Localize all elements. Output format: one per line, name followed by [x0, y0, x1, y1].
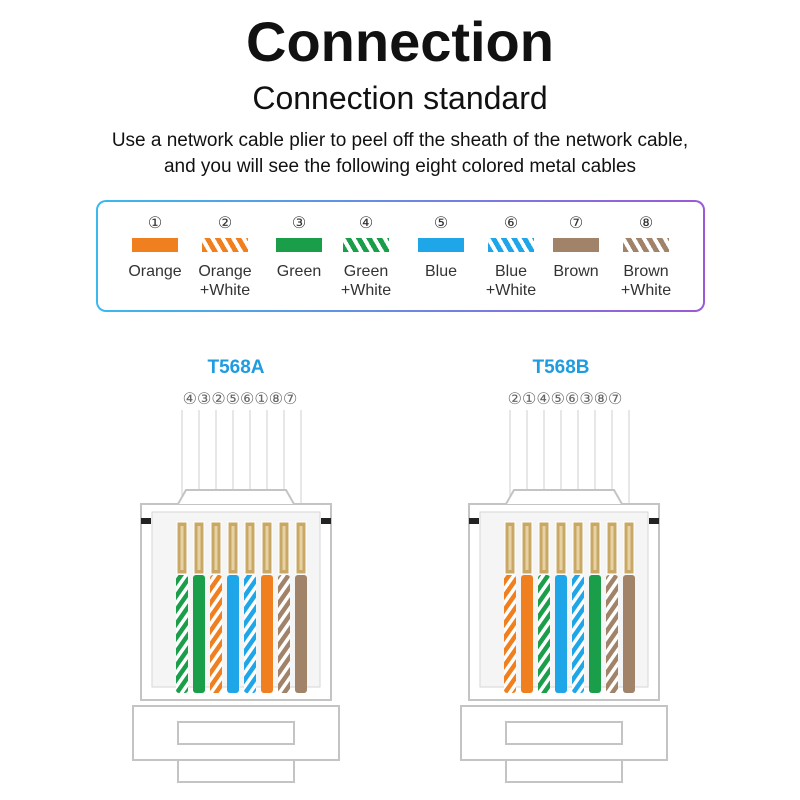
cable-tail [177, 759, 295, 783]
gold-contact-highlight [197, 526, 201, 570]
legend-number: ⑤ [433, 215, 449, 232]
legend-label: Brown +White [620, 263, 672, 299]
legend-number: ② [217, 215, 233, 232]
legend-swatch [418, 238, 464, 252]
legend-swatch [343, 238, 389, 252]
gold-contact-highlight [559, 526, 563, 570]
t568b-pin-order: ②①④⑤⑥③⑧⑦ [507, 391, 623, 408]
legend-swatch [488, 238, 534, 252]
description-line-2: and you will see the following eight col… [163, 156, 637, 177]
legend-item: ⑦ Brown [536, 214, 616, 281]
wire-orange-white [504, 575, 516, 693]
legend-item: ⑥ Blue +White [471, 214, 551, 300]
gold-contact-highlight [282, 526, 286, 570]
wire-blue-white [572, 575, 584, 693]
gold-contact-highlight [508, 526, 512, 570]
gold-contact-highlight [610, 526, 614, 570]
legend-label: Orange [128, 263, 182, 280]
page-title: Connection [246, 10, 554, 73]
latch-mark-left [141, 518, 151, 524]
legend-label: Blue [424, 263, 458, 280]
legend-number: ① [147, 215, 163, 232]
connector-top-notch [177, 489, 295, 505]
t568b-title: T568B [532, 357, 590, 378]
wire-brown-white [606, 575, 618, 693]
wire-orange [521, 575, 533, 693]
cable-tail [505, 759, 623, 783]
t568a-title: T568A [207, 357, 265, 378]
color-legend: ① Orange ② Orange +White ③ Green ④ Green +White… [96, 200, 705, 312]
boot-inner-rect [505, 721, 623, 745]
wire-brown-white [278, 575, 290, 693]
legend-number: ④ [358, 215, 374, 232]
wire-green-white [538, 575, 550, 693]
gold-contact-highlight [214, 526, 218, 570]
legend-item: ② Orange +White [185, 214, 265, 300]
legend-item: ③ Green [259, 214, 339, 281]
wire-green [193, 575, 205, 693]
wire-green-white [176, 575, 188, 693]
legend-label: Green [276, 263, 322, 280]
connector-top-notch [505, 489, 623, 505]
legend-item: ④ Green +White [326, 214, 406, 300]
gold-contact-highlight [248, 526, 252, 570]
legend-item: ⑧ Brown +White [606, 214, 686, 300]
legend-number: ⑦ [568, 215, 584, 232]
legend-label: Orange +White [198, 263, 252, 299]
wire-blue-white [244, 575, 256, 693]
wire-orange [261, 575, 273, 693]
wire-orange-white [210, 575, 222, 693]
latch-mark-right [649, 518, 659, 524]
legend-number: ⑥ [503, 215, 519, 232]
gold-contact-highlight [180, 526, 184, 570]
latch-mark-right [321, 518, 331, 524]
gold-contact-highlight [576, 526, 580, 570]
wire-green [589, 575, 601, 693]
gold-contact-highlight [299, 526, 303, 570]
gold-contact-highlight [593, 526, 597, 570]
legend-label: Green +White [340, 263, 392, 299]
legend-swatch [276, 238, 322, 252]
description-line-1: Use a network cable plier to peel off th… [111, 130, 689, 151]
legend-swatch [202, 238, 248, 252]
color-legend-inner: ① Orange ② Orange +White ③ Green ④ Green +White… [98, 202, 703, 310]
latch-mark-left [469, 518, 479, 524]
t568a-pin-order: ④③②⑤⑥①⑧⑦ [182, 391, 298, 408]
legend-item: ① Orange [115, 214, 195, 281]
gold-contact-highlight [525, 526, 529, 570]
description: Use a network cable plier to peel off th… [0, 128, 800, 180]
wire-blue [227, 575, 239, 693]
legend-swatch [623, 238, 669, 252]
legend-label: Brown [553, 263, 599, 280]
t568b-connector-diagram [460, 410, 668, 783]
legend-number: ⑧ [638, 215, 654, 232]
wire-blue [555, 575, 567, 693]
gold-contact-highlight [231, 526, 235, 570]
legend-item: ⑤ Blue [401, 214, 481, 281]
wire-brown [623, 575, 635, 693]
wire-brown [295, 575, 307, 693]
page-subtitle: Connection standard [252, 80, 548, 116]
legend-swatch [132, 238, 178, 252]
t568a-connector-diagram [132, 410, 340, 783]
gold-contact-highlight [627, 526, 631, 570]
boot-inner-rect [177, 721, 295, 745]
legend-label: Blue +White [485, 263, 537, 299]
gold-contact-highlight [265, 526, 269, 570]
legend-swatch [553, 238, 599, 252]
legend-number: ③ [291, 215, 307, 232]
gold-contact-highlight [542, 526, 546, 570]
